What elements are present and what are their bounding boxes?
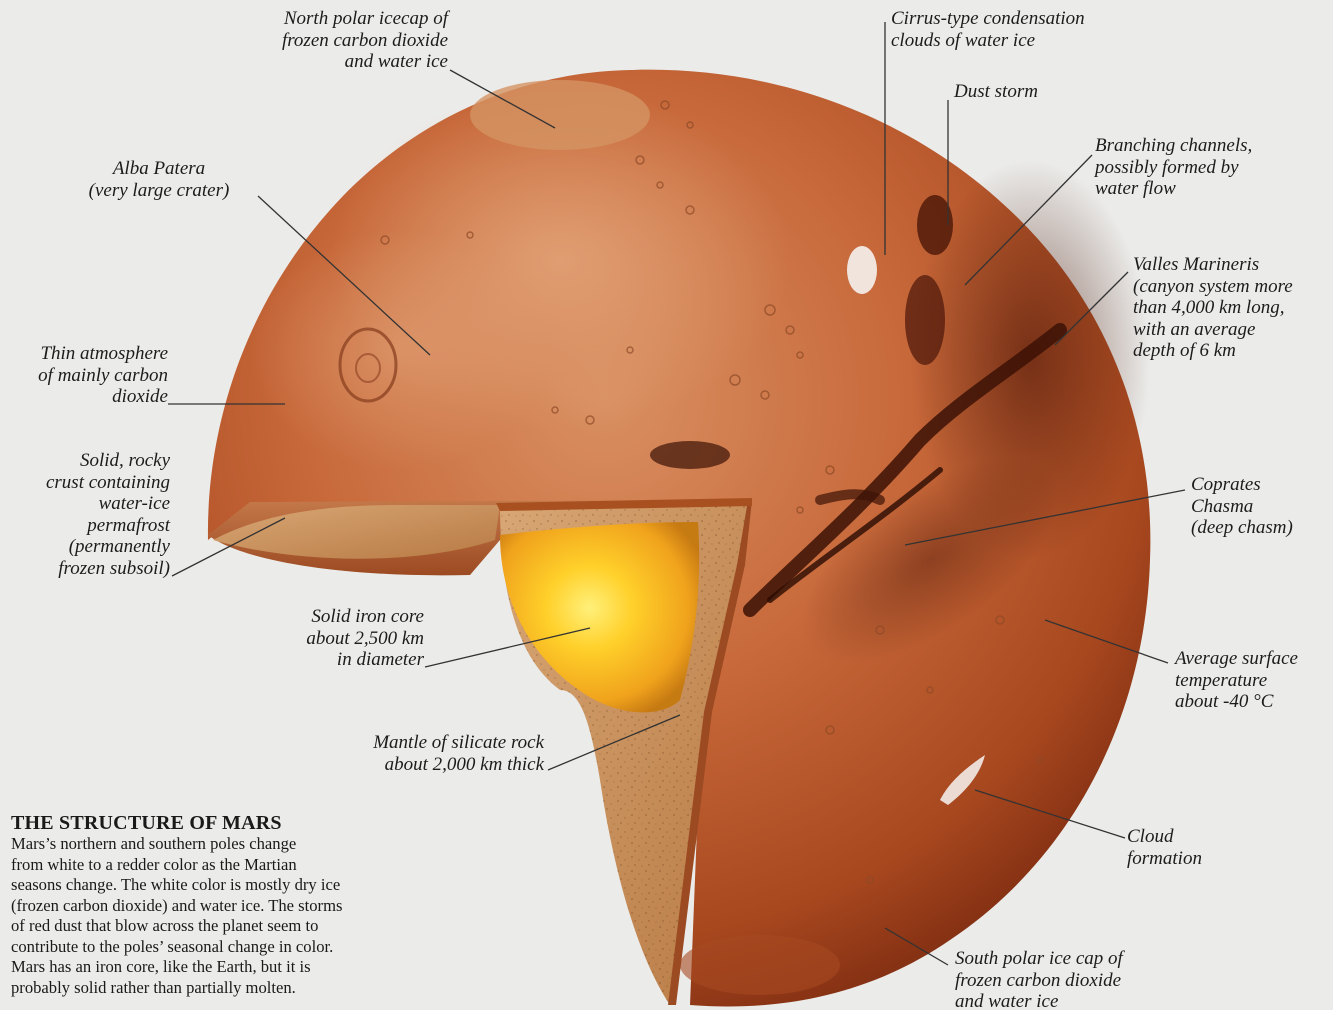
iron-core xyxy=(500,522,699,712)
caption-title: THE STRUCTURE OF MARS xyxy=(11,812,481,834)
label-coprates-chasma: Coprates Chasma (deep chasm) xyxy=(1191,474,1331,539)
label-south-polar-icecap: South polar ice cap of frozen carbon dio… xyxy=(955,948,1195,1010)
label-valles-marineris: Valles Marineris (canyon system more tha… xyxy=(1133,254,1333,362)
caption-text: Mars’s northern and southern poles chang… xyxy=(11,834,481,998)
label-thin-atmosphere: Thin atmosphere of mainly carbon dioxide xyxy=(0,343,168,408)
label-rocky-crust: Solid, rocky crust containing water-ice … xyxy=(0,450,170,579)
caption-block: THE STRUCTURE OF MARS Mars’s northern an… xyxy=(11,812,481,998)
label-surface-temperature: Average surface temperature about -40 °C xyxy=(1175,648,1333,713)
label-north-polar-icecap: North polar icecap of frozen carbon diox… xyxy=(200,8,448,73)
label-cirrus-clouds: Cirrus-type condensation clouds of water… xyxy=(891,8,1151,51)
label-cloud-formation: Cloud formation xyxy=(1127,826,1277,869)
label-dust-storm: Dust storm xyxy=(954,81,1104,103)
label-branching-channels: Branching channels, possibly formed by w… xyxy=(1095,135,1330,200)
label-mantle: Mantle of silicate rock about 2,000 km t… xyxy=(300,732,544,775)
label-iron-core: Solid iron core about 2,500 km in diamet… xyxy=(240,606,424,671)
label-alba-patera: Alba Patera (very large crater) xyxy=(60,158,258,201)
